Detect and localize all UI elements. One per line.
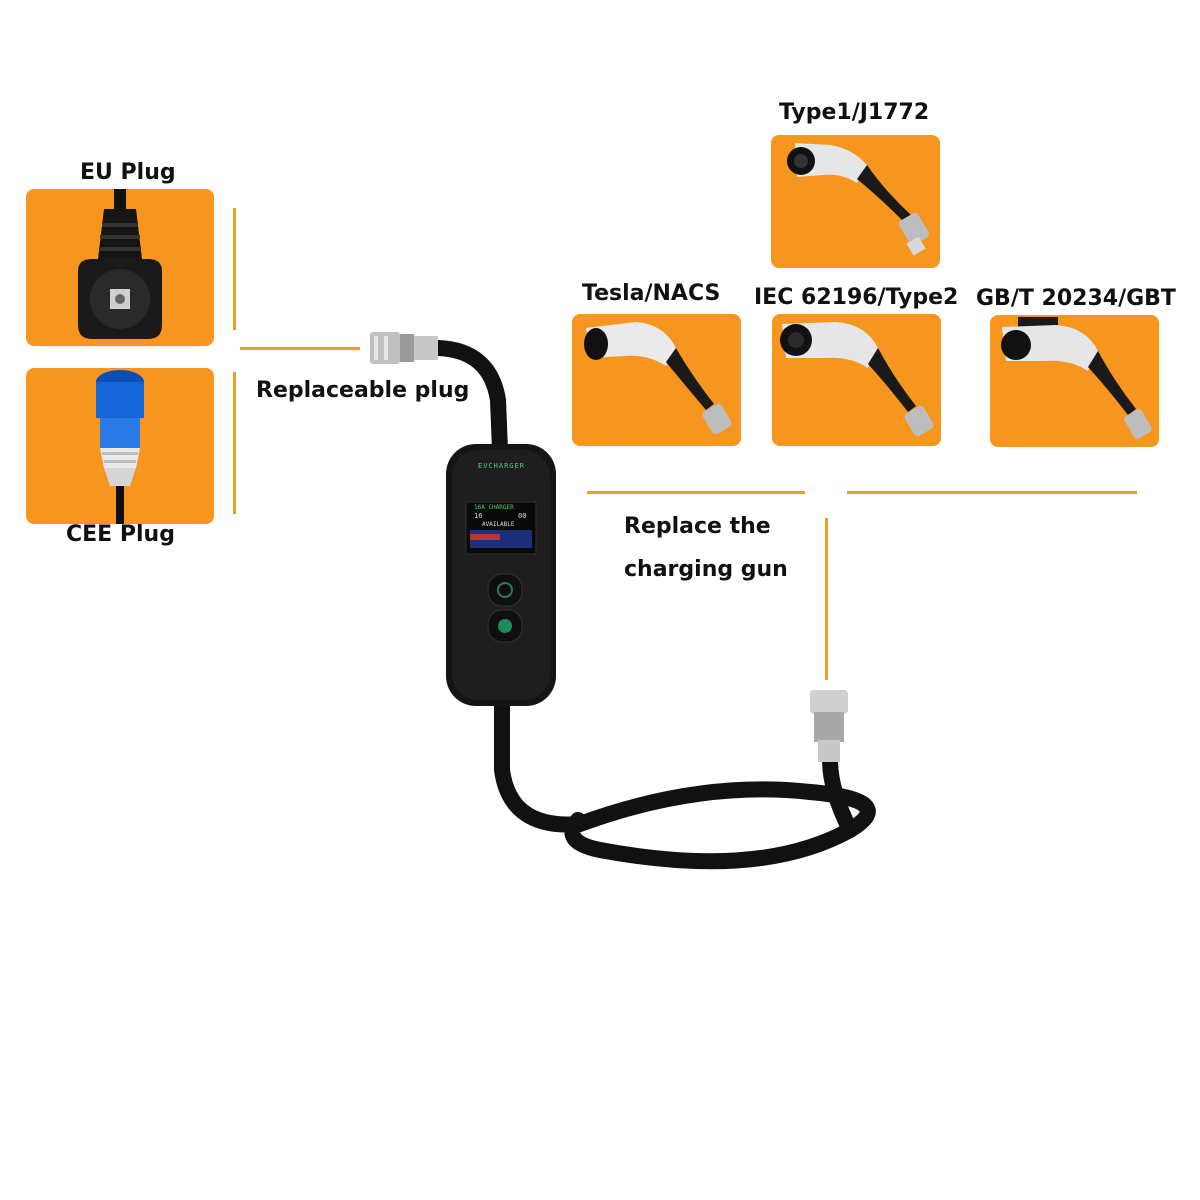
tesla-label: Tesla/NACS	[582, 281, 721, 306]
replace-gun-label-line2: charging gun	[624, 557, 788, 582]
charging-gun-icon	[584, 322, 732, 435]
eu-plug-label: EU Plug	[80, 160, 176, 185]
screen-value-right: 00	[518, 512, 527, 520]
screen-title: 16A CHARGER	[474, 504, 514, 511]
aviation-connector-icon	[370, 332, 438, 364]
replace-gun-label-line1: Replace the	[624, 514, 771, 539]
type2-label: IEC 62196/Type2	[754, 285, 959, 310]
schuko-plug-icon	[78, 189, 162, 339]
gbt-gun-card[interactable]	[990, 315, 1159, 447]
gbt-label: GB/T 20234/GBT	[976, 286, 1176, 311]
charging-gun-icon	[787, 143, 930, 256]
type1-label: Type1/J1772	[779, 100, 930, 125]
divider-cee-vertical	[233, 372, 236, 514]
eu-plug-card[interactable]	[26, 189, 214, 346]
aviation-connector-icon	[810, 690, 848, 762]
screen-status: AVAILABLE	[482, 521, 515, 528]
divider-gun-right	[847, 491, 1137, 494]
divider-plug-horizontal	[240, 347, 360, 350]
replaceable-plug-label: Replaceable plug	[256, 378, 470, 403]
divider-gun-vertical	[825, 518, 828, 680]
charging-gun-icon	[780, 322, 934, 437]
device-brand: EVCHARGER	[478, 462, 525, 470]
charging-gun-icon	[1001, 317, 1152, 439]
type2-gun-card[interactable]	[772, 314, 941, 446]
screen-value-left: 16	[474, 512, 483, 520]
tesla-gun-card[interactable]	[572, 314, 741, 446]
type1-gun-card[interactable]	[771, 135, 940, 268]
cee-industrial-plug-icon	[96, 370, 144, 524]
divider-eu-vertical	[233, 208, 236, 330]
cee-plug-label: CEE Plug	[66, 522, 175, 547]
cee-plug-card[interactable]	[26, 368, 214, 524]
divider-gun-left	[587, 491, 805, 494]
